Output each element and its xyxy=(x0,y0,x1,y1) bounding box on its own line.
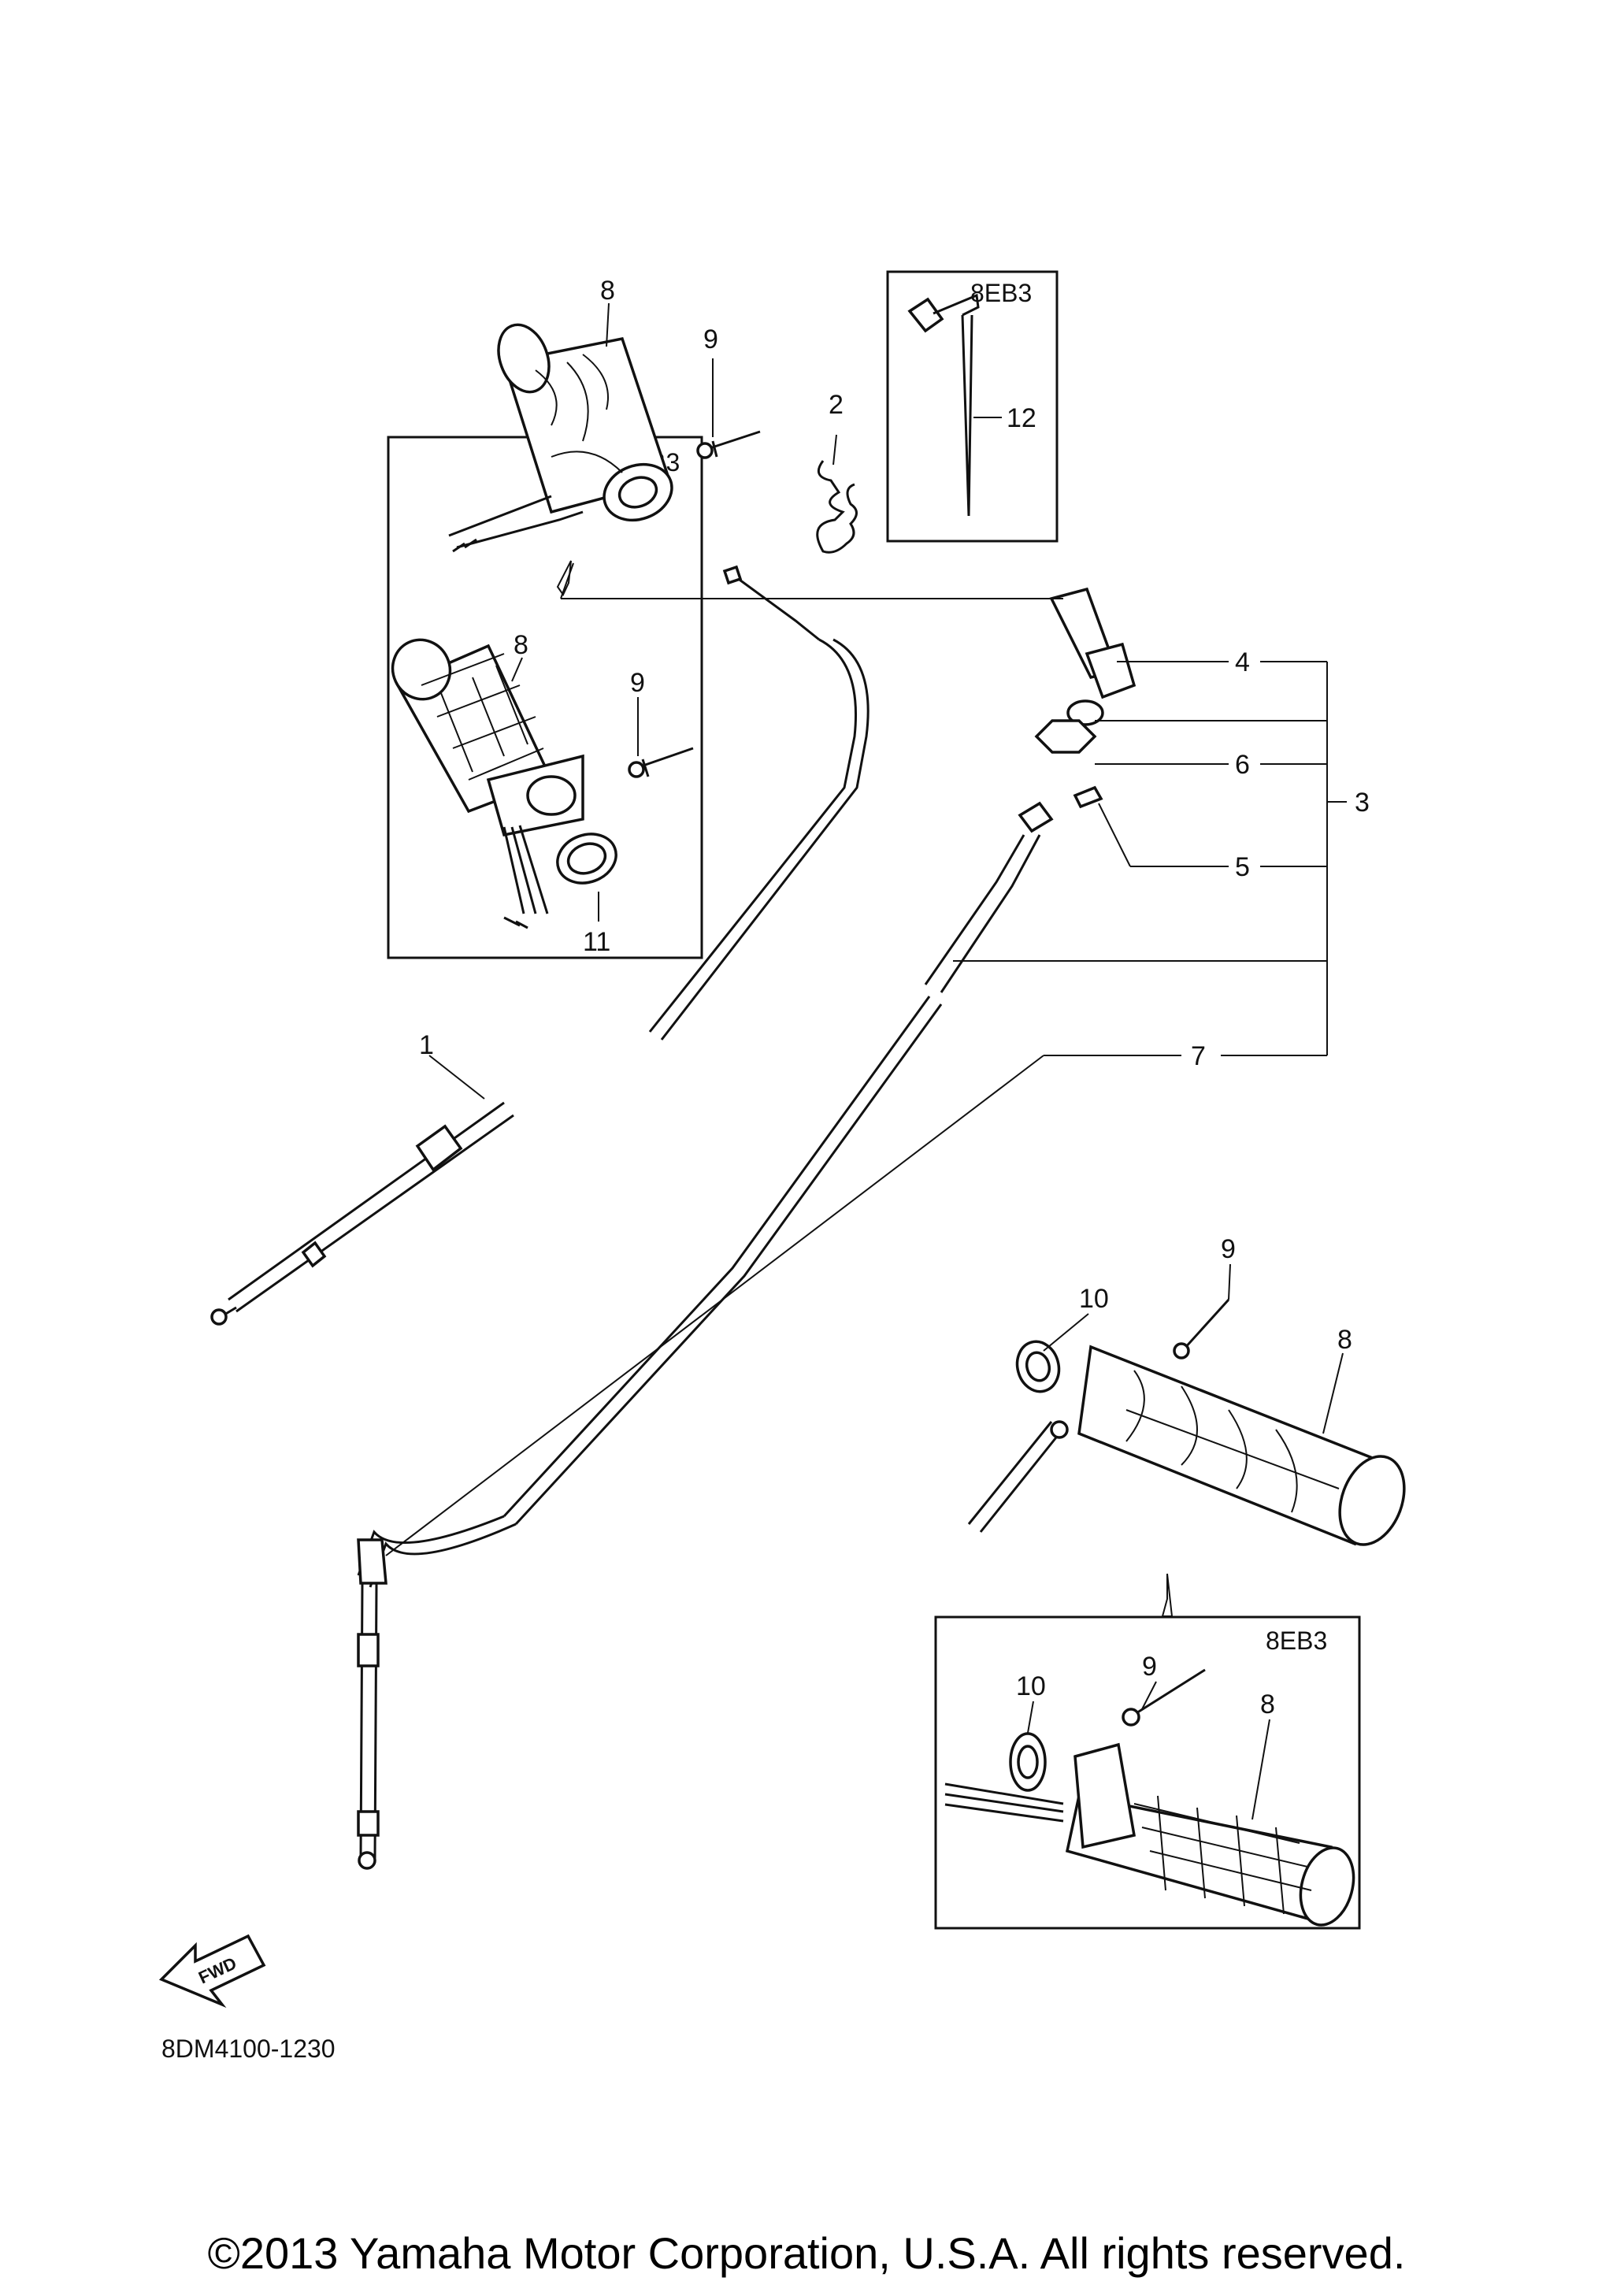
throttle-bracket xyxy=(1049,587,1137,699)
callout-8-right: 8 xyxy=(1337,1325,1352,1355)
callout-7: 7 xyxy=(1191,1041,1206,1071)
pin-right-inset xyxy=(1122,1668,1206,1727)
callout-8-top: 8 xyxy=(600,276,615,306)
fwd-arrow: FWD xyxy=(158,1934,266,2009)
callout-9-left-inset: 9 xyxy=(630,668,645,698)
cable-tie xyxy=(907,293,980,517)
callout-8-right-inset: 8 xyxy=(1260,1690,1275,1719)
leader-lines xyxy=(385,302,1347,1820)
grip-left-inset xyxy=(391,638,584,929)
callout-8-left-inset: 8 xyxy=(514,630,528,660)
callout-3: 3 xyxy=(1355,788,1370,818)
diagram-code: 8DM4100-1230 xyxy=(161,2035,336,2063)
inset-box-right-grip-code: 8EB3 xyxy=(1266,1626,1327,1655)
inset-box-tie xyxy=(886,270,1059,543)
grip-right-inset xyxy=(944,1732,1355,1927)
cable-seven xyxy=(357,801,1054,1870)
callout-4: 4 xyxy=(1235,647,1250,677)
adjuster-pin xyxy=(1073,785,1103,809)
callout-5: 5 xyxy=(1235,852,1250,882)
callout-2: 2 xyxy=(829,390,844,420)
connector-left xyxy=(556,560,572,596)
pin-right xyxy=(1173,1298,1230,1359)
copyright-notice: ©2013 Yamaha Motor Corporation, U.S.A. A… xyxy=(207,2228,1406,2278)
callout-10-right: 10 xyxy=(1079,1284,1109,1314)
callout-11: 11 xyxy=(583,927,610,957)
inset-box-tie-code: 8EB3 xyxy=(970,279,1032,307)
callout-12: 12 xyxy=(1007,403,1036,433)
callout-1: 1 xyxy=(419,1030,434,1060)
pin-left-inset xyxy=(628,747,694,778)
clip-part xyxy=(816,460,858,554)
callout-6: 6 xyxy=(1235,750,1250,780)
callout-9-right-inset: 9 xyxy=(1142,1652,1157,1682)
inset-box-right-grip xyxy=(934,1615,1361,1930)
nut xyxy=(1034,719,1097,754)
callout-9-top: 9 xyxy=(703,325,718,354)
callout-10-right-inset: 10 xyxy=(1016,1671,1046,1701)
washer xyxy=(1066,699,1104,726)
collar-left-inset xyxy=(556,833,617,885)
grip-right xyxy=(967,1340,1406,1546)
cable-one xyxy=(210,565,870,1326)
connector-right xyxy=(1161,1573,1174,1617)
grip-left-top xyxy=(448,323,673,553)
callout-9-right: 9 xyxy=(1221,1234,1236,1264)
pin-top-left xyxy=(696,430,761,459)
